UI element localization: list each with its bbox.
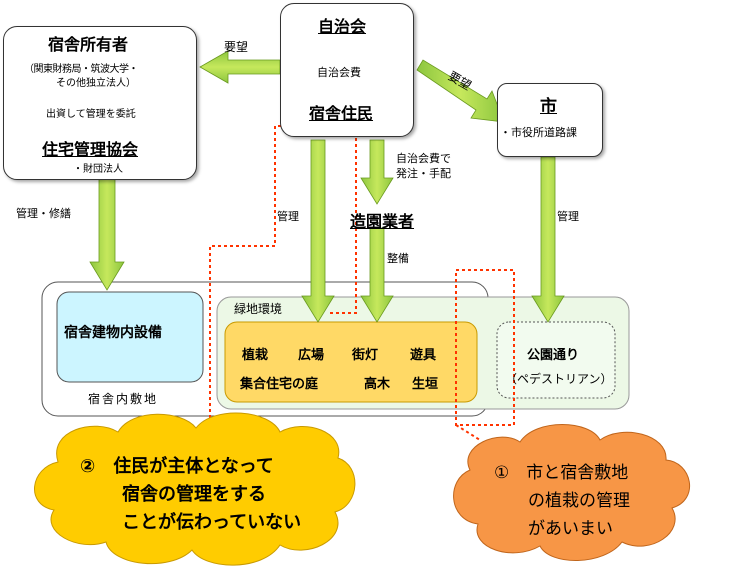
park-street-box	[496, 321, 616, 399]
item-playground: 遊具	[410, 348, 437, 363]
park-label-2: （ペデストリアン）	[505, 372, 613, 386]
owner-sub-2: その他独立法人）	[56, 78, 136, 89]
owner-title: 宿舎所有者	[48, 35, 129, 54]
residents-title: 宿舎住民	[309, 104, 374, 123]
label-manage-repair: 管理・修繕	[16, 207, 71, 220]
owner-sub-1: （関東財務局・筑波大学・	[24, 64, 139, 75]
issue-2-line-1: ② 住民が主体となって	[80, 456, 274, 477]
issue-1-line-2: の植栽の管理	[528, 491, 630, 511]
planting-items-box	[224, 321, 478, 403]
issue-2-line-3: ことが伝わっていない	[122, 512, 302, 533]
label-request-left: 要望	[224, 40, 249, 54]
building-equipment-label: 宿舎建物内設備	[64, 325, 162, 341]
city-title: 市	[540, 97, 557, 117]
label-manage-city: 管理	[557, 210, 579, 223]
label-manage-center: 管理	[277, 210, 299, 223]
arrow-assoc-to-building	[89, 177, 125, 291]
contractor-order-2: 発注・手配	[396, 167, 451, 180]
arrow-request-to-owner	[199, 50, 281, 84]
assoc-title: 住宅管理協会	[42, 140, 139, 159]
dotted-line-issue-1	[455, 269, 515, 426]
contractor-title: 造園業者	[350, 212, 415, 231]
council-title: 自治会	[318, 17, 367, 36]
item-planting: 植栽	[242, 348, 269, 363]
item-garden: 集合住宅の庭	[240, 377, 319, 392]
label-maintain: 整備	[387, 252, 409, 265]
item-streetlight: 街灯	[352, 348, 379, 363]
item-plaza: 広場	[298, 348, 325, 363]
arrow-residents-to-items	[301, 139, 335, 323]
arrow-city-to-park	[531, 156, 565, 323]
issue-1-line-1: ① 市と宿舎敷地	[494, 463, 629, 483]
arrow-contractor-to-items	[360, 227, 394, 323]
arrow-residents-to-contractor	[360, 139, 394, 205]
issue-2-line-2: 宿舎の管理をする	[122, 484, 266, 505]
cloud-issue-2	[34, 412, 356, 566]
dotted-line-issue-2	[209, 125, 357, 460]
park-label-1: 公園通り	[527, 348, 580, 363]
item-tall-trees: 高木	[364, 377, 391, 392]
green-environment-label: 緑地環境	[234, 302, 283, 316]
grounds-label: 宿舎内敷地	[88, 392, 159, 406]
city-dept: ・市役所道路課	[500, 126, 577, 139]
assoc-sub: ・財団法人	[73, 164, 123, 175]
contractor-order-1: 自治会費で	[396, 152, 451, 165]
item-hedge: 生垣	[412, 377, 439, 392]
dotted-line-issue-1-tail	[455, 424, 481, 441]
building-equipment-area	[56, 291, 204, 383]
cloud-issue-1	[453, 424, 690, 562]
owner-delegate: 出資して管理を委託	[46, 109, 136, 120]
council-fee: 自治会費	[317, 66, 361, 79]
owner-box	[3, 26, 197, 180]
issue-1-line-3: があいまい	[528, 519, 613, 539]
council-residents-box	[280, 3, 414, 137]
city-box	[497, 83, 603, 157]
